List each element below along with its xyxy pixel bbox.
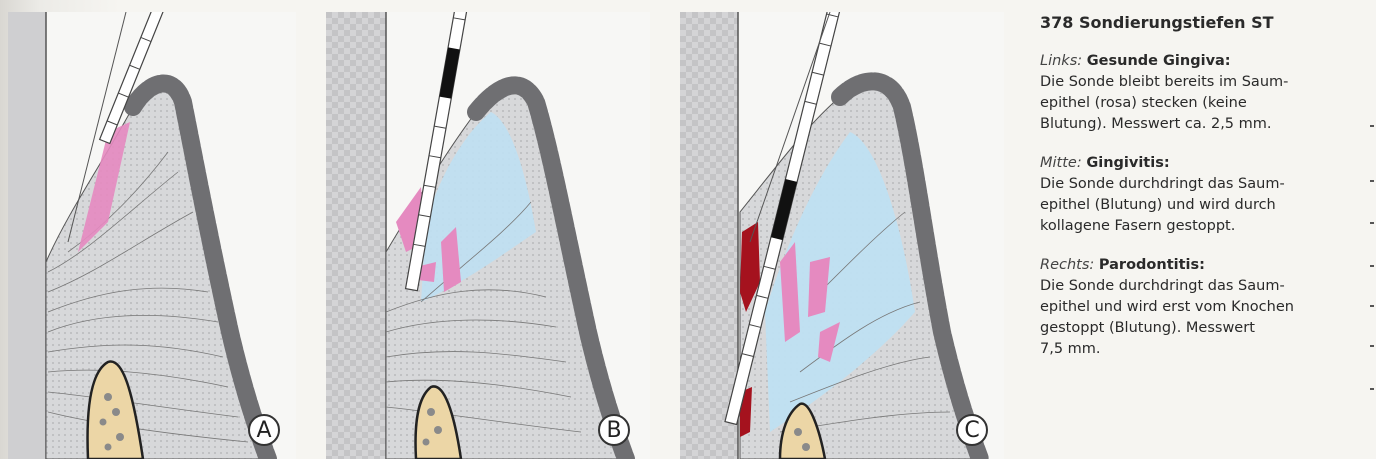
caption-line: Blutung). Messwert ca. 2,5 mm.: [1040, 114, 1370, 135]
caption-line: epithel und wird erst vom Knochen: [1040, 297, 1370, 318]
caption-line: Die Sonde bleibt bereits im Saum-: [1040, 72, 1370, 93]
illustration-panel-c: C: [680, 12, 1004, 459]
caption-line: Die Sonde durchdringt das Saum-: [1040, 174, 1370, 195]
caption-tag-left: Links:: [1040, 53, 1082, 69]
gingiva-healthy-illustration: [8, 12, 296, 459]
caption-line: Die Sonde durchdringt das Saum-: [1040, 276, 1370, 297]
caption-heading-middle: Gingivitis:: [1086, 155, 1169, 171]
illustration-panel-b: B: [326, 12, 650, 459]
figure-caption: 378 Sondierungstiefen ST Links: Gesunde …: [1040, 12, 1370, 360]
caption-line: kollagene Fasern gestoppt.: [1040, 216, 1370, 237]
panel-label-c: C: [956, 414, 988, 446]
caption-line: epithel (Blutung) und wird durch: [1040, 195, 1370, 216]
caption-heading-right: Parodontitis:: [1099, 257, 1205, 273]
parodontitis-illustration: [680, 12, 1004, 459]
caption-line: epithel (rosa) stecken (keine: [1040, 93, 1370, 114]
caption-section-left: Links: Gesunde Gingiva: Die Sonde bleibt…: [1040, 51, 1370, 135]
caption-line: 7,5 mm.: [1040, 339, 1370, 360]
panel-label-a: A: [248, 414, 280, 446]
caption-tag-middle: Mitte:: [1040, 155, 1082, 171]
caption-section-middle: Mitte: Gingivitis: Die Sonde durchdringt…: [1040, 153, 1370, 237]
caption-heading-left: Gesunde Gingiva:: [1087, 53, 1231, 69]
margin-marks: [1368, 0, 1374, 459]
illustration-panel-a: A: [8, 12, 296, 459]
panel-label-b: B: [598, 414, 630, 446]
caption-tag-right: Rechts:: [1040, 257, 1094, 273]
caption-title: 378 Sondierungstiefen ST: [1040, 12, 1370, 33]
caption-section-right: Rechts: Parodontitis: Die Sonde durchdri…: [1040, 255, 1370, 360]
caption-line: gestoppt (Blutung). Messwert: [1040, 318, 1370, 339]
gingivitis-illustration: [326, 12, 650, 459]
